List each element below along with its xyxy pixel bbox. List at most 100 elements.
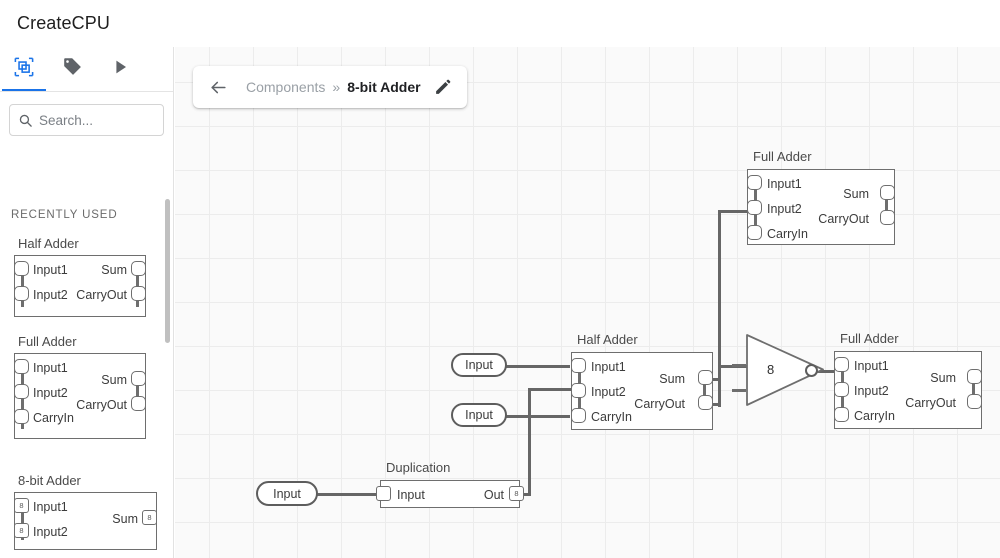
palette-list: Half Adder Input1 Input2 Sum CarryOut Fu… [0,235,173,557]
bus-merge-label: 8 [767,362,775,377]
bus-merge-input-stub [732,389,746,392]
node-full-adder-top[interactable]: Full Adder Input1 Input2 CarryIn Sum Car… [747,149,897,245]
palette-port-input [14,359,29,374]
node-half-adder[interactable]: Half Adder Input1 Input2 CarryIn Sum Car… [571,332,713,430]
node-title: Full Adder [753,149,812,164]
sidebar-scrollbar[interactable] [165,199,170,343]
palette-port-label: Sum [112,512,138,526]
node-port-duplication-out[interactable]: 8 [509,486,524,501]
bus-merge-node[interactable]: 8 [732,333,825,408]
palette-port-output [131,261,146,276]
palette-port-label: Input1 [33,263,68,277]
palette-item-title: Half Adder [18,236,79,251]
breadcrumb-separator: » [332,79,341,95]
node-duplication[interactable]: Duplication Input 8 Out [376,460,524,508]
bus-width-label: 8 [19,525,24,535]
node-port-label: CarryIn [591,410,632,424]
node-port-carryout[interactable] [967,394,982,409]
palette-port-label: Sum [101,373,127,387]
input-pin-3[interactable]: Input [256,481,318,506]
tag-icon [62,56,83,82]
palette-port-output [131,286,146,301]
section-label-recently-used: RECENTLY USED [11,209,118,221]
node-title: Full Adder [840,331,899,346]
node-port-label: Input1 [591,360,626,374]
node-port-label: CarryOut [905,396,956,410]
wire [718,210,750,213]
schematic-canvas[interactable]: Components » 8-bit Adder [175,47,1000,558]
node-port-carryout[interactable] [698,395,713,410]
palette-port-input [14,286,29,301]
search-box[interactable] [9,104,164,136]
bus-width-label: 8 [19,500,24,510]
palette-port-output [131,396,146,411]
palette-item-8bit-adder[interactable]: 8-bit Adder 8 Input1 8 Input2 8 Sum [14,473,157,550]
node-port-label: Input [397,488,425,502]
input-pin-2[interactable]: Input [451,403,507,427]
components-icon [13,56,35,83]
palette-port-input: 8 [14,523,29,538]
palette-port-input [14,409,29,424]
wire [528,388,572,391]
pencil-icon[interactable] [434,79,451,96]
bus-merge-input-stub [732,364,746,367]
breadcrumb-parent[interactable]: Components [246,79,326,95]
node-port-carryout[interactable] [880,210,895,225]
node-port-sum[interactable] [880,185,895,200]
palette-port-input: 8 [14,498,29,513]
palette-port-label: Input2 [33,525,68,539]
tab-run[interactable] [97,47,145,91]
node-port-input2[interactable] [571,383,586,398]
node-port-carryin[interactable] [834,407,849,422]
input-pin-1[interactable]: Input [451,353,507,377]
tab-components[interactable] [0,47,48,91]
palette-item-full-adder[interactable]: Full Adder Input1 Input2 CarryIn Sum Car… [14,334,154,439]
node-title: Half Adder [577,332,638,347]
bus-merge-output-port[interactable] [805,364,818,377]
palette-port-label: CarryOut [76,398,127,412]
node-port-input1[interactable] [747,175,762,190]
palette-port-label: Input2 [33,386,68,400]
bus-width-label: 8 [147,512,152,522]
palette-item-title: Full Adder [18,334,77,349]
node-title: Duplication [386,460,451,475]
wire [528,388,531,495]
node-port-label: Sum [843,187,869,201]
palette-port-label: CarryOut [76,288,127,302]
node-full-adder-right[interactable]: Full Adder Input1 Input2 CarryIn Sum Car… [834,331,984,429]
node-port-carryin[interactable] [571,408,586,423]
node-port-input1[interactable] [834,357,849,372]
sidebar: RECENTLY USED PRIMITIVES Half Adder Inpu… [0,47,174,558]
node-port-label: Input1 [854,359,889,373]
breadcrumb: Components » 8-bit Adder [193,66,467,108]
play-icon [113,59,129,80]
breadcrumb-current: 8-bit Adder [347,79,421,95]
wire [718,210,721,368]
bus-width-label: 8 [514,488,519,498]
search-icon [18,113,33,128]
tab-tags[interactable] [48,47,96,91]
palette-port-output [131,371,146,386]
node-port-input2[interactable] [834,382,849,397]
wire [502,365,570,368]
node-port-label: Input1 [767,177,802,191]
node-port-label: CarryIn [767,227,808,241]
node-port-sum[interactable] [698,370,713,385]
arrow-left-icon[interactable] [205,76,232,99]
wire [502,415,570,418]
palette-port-input [14,384,29,399]
palette-item-half-adder[interactable]: Half Adder Input1 Input2 Sum CarryOut [14,236,154,317]
node-port-label: Input2 [591,385,626,399]
node-port-duplication-input[interactable] [376,486,391,501]
node-port-carryin[interactable] [747,225,762,240]
wire [313,493,383,496]
sidebar-tabs [0,47,173,92]
title-bar: CreateCPU [0,0,1000,47]
node-port-input2[interactable] [747,200,762,215]
node-port-sum[interactable] [967,369,982,384]
search-input[interactable] [39,112,143,128]
palette-port-input [14,261,29,276]
palette-port-label: Sum [101,263,127,277]
node-port-input1[interactable] [571,358,586,373]
